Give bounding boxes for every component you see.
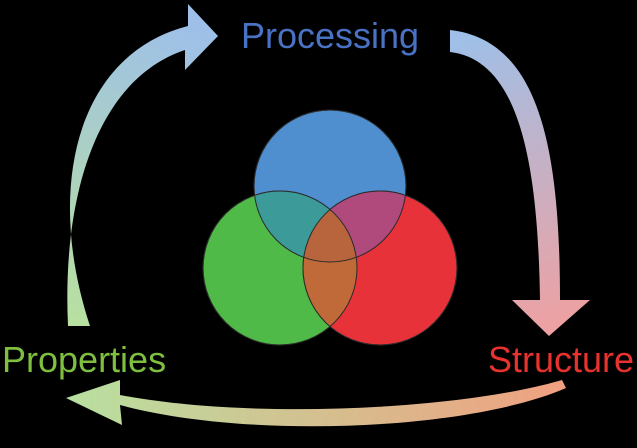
structure-label: Structure bbox=[488, 339, 634, 380]
arrow-structure-to-properties bbox=[66, 380, 566, 427]
arrow-properties-to-processing bbox=[67, 4, 218, 326]
overlap-all bbox=[303, 191, 357, 262]
venn-diagram bbox=[202, 109, 458, 346]
properties-label: Properties bbox=[2, 339, 166, 380]
processing-label: Processing bbox=[241, 15, 419, 56]
arrow-processing-to-structure bbox=[450, 30, 590, 336]
